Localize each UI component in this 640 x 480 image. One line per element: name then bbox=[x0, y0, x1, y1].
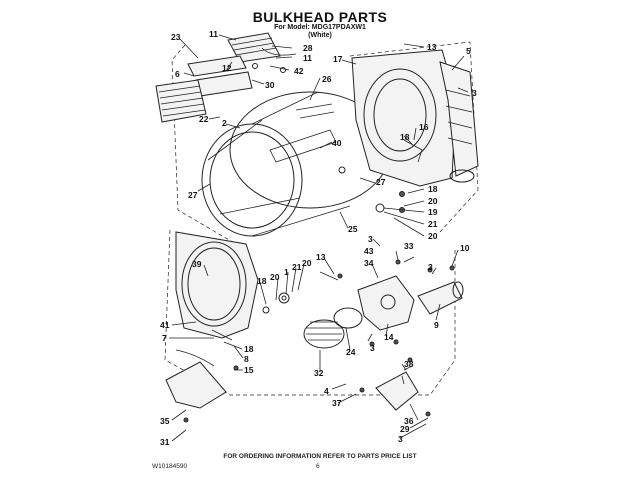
callout-label: 34 bbox=[364, 258, 374, 268]
callout-label: 6 bbox=[175, 69, 180, 79]
callout-label: 24 bbox=[346, 347, 356, 357]
lower-left-bracket bbox=[165, 349, 227, 409]
callout-label: 23 bbox=[171, 32, 181, 42]
callout-label: 20 bbox=[302, 258, 312, 268]
callout-label: 36 bbox=[404, 416, 414, 426]
callout-label: 19 bbox=[428, 207, 438, 217]
callout-label: 27 bbox=[376, 177, 386, 187]
callout-label: 2 bbox=[222, 118, 227, 128]
callout-label: 26 bbox=[322, 74, 332, 84]
callout-label: 27 bbox=[188, 190, 198, 200]
callout-label: 3 bbox=[368, 234, 373, 244]
callout-label: 8 bbox=[244, 354, 249, 364]
front-hardware bbox=[262, 271, 339, 314]
heater-bracket-assembly bbox=[187, 32, 297, 97]
assembly-boundary-line bbox=[171, 44, 237, 245]
front-bulkhead bbox=[175, 231, 259, 341]
callout-label: 11 bbox=[303, 53, 312, 63]
callout-label: 5 bbox=[466, 46, 471, 56]
callout-label: 22 bbox=[199, 114, 209, 124]
color-line: (White) bbox=[308, 32, 332, 39]
callout-label: 4 bbox=[324, 386, 329, 396]
callout-label: 14 bbox=[384, 332, 394, 342]
callout-label: 3 bbox=[398, 434, 403, 444]
callout-label: 28 bbox=[303, 43, 313, 53]
callout-label: 29 bbox=[400, 424, 410, 434]
callout-labels: 11 28 11 42 12 30 6 23 13 17 5 3 26 22 2… bbox=[160, 29, 477, 447]
callout-label: 42 bbox=[294, 66, 304, 76]
rear-bulkhead bbox=[351, 49, 479, 187]
assembly-boundary-line bbox=[349, 41, 479, 233]
callout-label: 20 bbox=[270, 272, 280, 282]
lower-duct bbox=[375, 365, 419, 411]
callout-label: 21 bbox=[292, 262, 302, 272]
callout-label: 18 bbox=[400, 132, 410, 142]
callout-label: 39 bbox=[192, 259, 202, 269]
callout-label: 10 bbox=[460, 243, 470, 253]
page-title: BULKHEAD PARTS bbox=[252, 9, 388, 25]
callout-label: 17 bbox=[333, 54, 343, 64]
callout-label: 1 bbox=[284, 267, 289, 277]
callout-label: 38 bbox=[404, 359, 414, 369]
drum bbox=[201, 91, 391, 237]
callout-label: 3 bbox=[428, 262, 433, 272]
assembly-boundary-line bbox=[164, 229, 456, 396]
callout-label: 18 bbox=[428, 184, 438, 194]
blower-seal-ring bbox=[333, 307, 363, 329]
callout-label: 13 bbox=[427, 42, 437, 52]
callout-label: 31 bbox=[160, 437, 170, 447]
callout-label: 33 bbox=[404, 241, 414, 251]
callout-label: 13 bbox=[316, 252, 326, 262]
callout-label: 35 bbox=[160, 416, 170, 426]
callout-label: 32 bbox=[314, 368, 324, 378]
callout-label: 18 bbox=[257, 276, 267, 286]
callout-label: 43 bbox=[364, 246, 374, 256]
exhaust-duct bbox=[417, 281, 464, 315]
callout-label: 18 bbox=[244, 344, 254, 354]
callout-label: 41 bbox=[160, 320, 170, 330]
callout-leaders bbox=[169, 34, 469, 442]
callout-label: 37 bbox=[332, 398, 342, 408]
callout-label: 3 bbox=[472, 88, 477, 98]
ordering-note: FOR ORDERING INFORMATION REFER TO PARTS … bbox=[223, 453, 417, 460]
blower-housing bbox=[357, 275, 415, 331]
callout-label: 20 bbox=[428, 196, 438, 206]
callout-label: 9 bbox=[434, 320, 439, 330]
page-number: 6 bbox=[316, 463, 320, 470]
callout-label: 21 bbox=[428, 219, 438, 229]
grille-panel bbox=[155, 79, 207, 123]
callout-label: 12 bbox=[222, 63, 232, 73]
model-line: For Model: MDG17PDAXW1 bbox=[274, 24, 366, 31]
blower-wheel bbox=[303, 319, 345, 349]
callout-label: 30 bbox=[265, 80, 275, 90]
callout-label: 15 bbox=[244, 365, 254, 375]
callout-label: 16 bbox=[419, 122, 429, 132]
callout-label: 3 bbox=[370, 343, 375, 353]
callout-label: 11 bbox=[209, 29, 218, 39]
document-code: W10184590 bbox=[152, 463, 188, 470]
callout-label: 40 bbox=[332, 138, 342, 148]
callout-label: 25 bbox=[348, 224, 358, 234]
callout-label: 20 bbox=[428, 231, 438, 241]
callout-label: 7 bbox=[162, 333, 167, 343]
